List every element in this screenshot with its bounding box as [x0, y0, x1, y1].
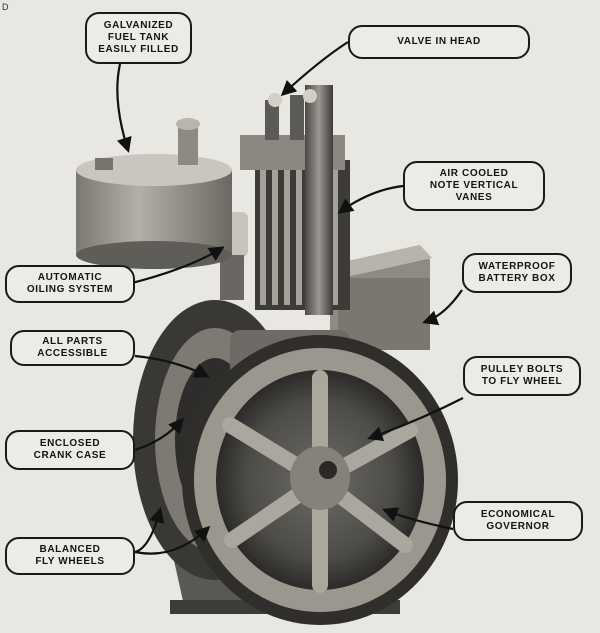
corner-mark: D [2, 2, 9, 12]
leader-arrows [116, 41, 464, 555]
valve-head [240, 85, 345, 315]
front-flywheel [182, 335, 458, 625]
label-valve-in-head: VALVE IN HEAD [348, 25, 530, 59]
cylinder-vanes [255, 160, 350, 310]
battery-box [330, 245, 432, 350]
fuel-tank [76, 118, 232, 269]
